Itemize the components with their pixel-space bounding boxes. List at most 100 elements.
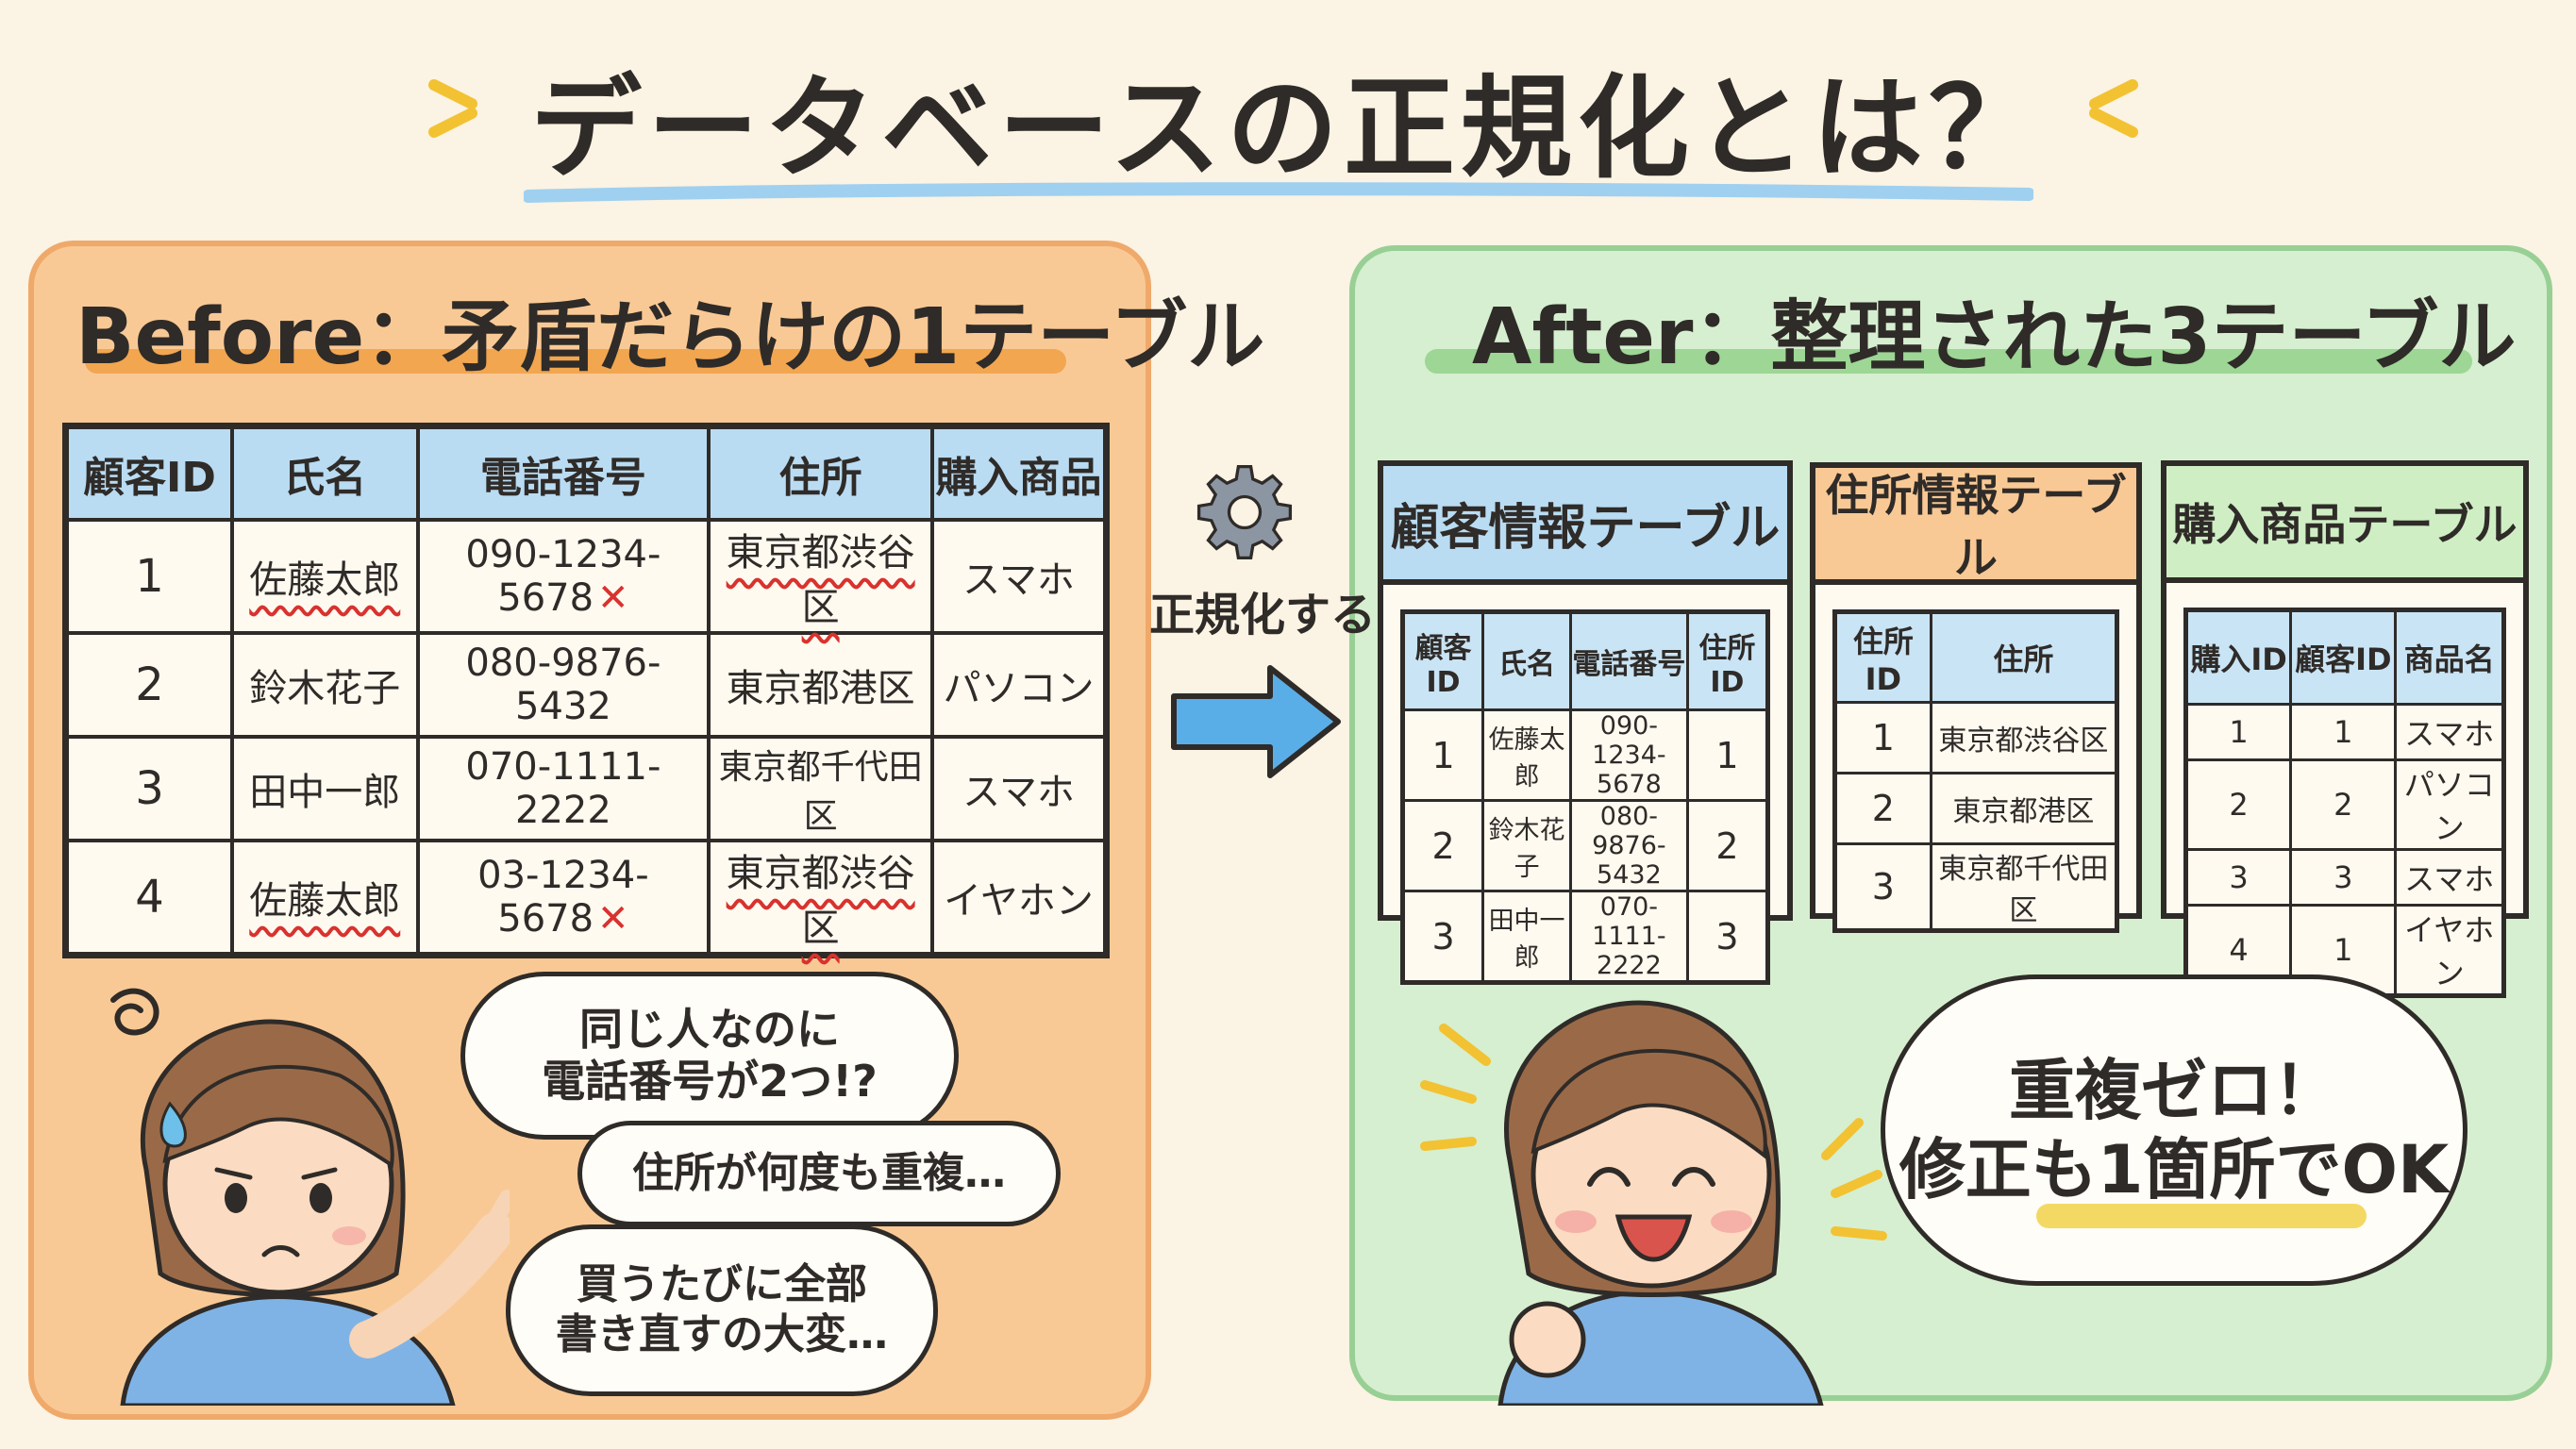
cell-name: 佐藤太郎 — [229, 839, 420, 958]
cell-id: 4 — [63, 839, 234, 958]
cell-address: 東京都渋谷区 — [707, 518, 934, 635]
before-table: 顧客ID 氏名 電話番号 住所 購入商品 1 佐藤太郎 090-1234-567… — [62, 423, 1110, 958]
header-address: 住所 — [707, 424, 934, 522]
cell-id: 1 — [63, 518, 234, 635]
table-row: 3 田中一郎 070-1111-2222 3 — [1400, 890, 1770, 984]
cell-product: イヤホン — [929, 839, 1109, 958]
cell-purchase-id: 3 — [2183, 848, 2293, 907]
header-customer-id: 顧客ID — [2289, 608, 2398, 706]
speech-text: 買うたびに全部 書き直すの大変… — [556, 1260, 888, 1358]
address-table: 住所ID 住所 1 東京都渋谷区 2 東京都港区 3 東京都千代田区 — [1832, 609, 2119, 933]
speech-bubble-phone: 同じ人なのに 電話番号が2つ!? — [460, 972, 959, 1140]
title-underline — [524, 182, 2033, 203]
cell-phone: 070-1111-2222 — [1569, 890, 1689, 984]
cell-address-id: 1 — [1685, 708, 1770, 802]
gear-icon — [1196, 464, 1293, 560]
cell-address-id: 2 — [1685, 799, 1770, 892]
cell-phone: 070-1111-2222 — [415, 735, 711, 842]
customer-table-card: 顧客情報テーブル 顧客ID 氏名 電話番号 住所ID 1 佐藤太郎 090-12… — [1378, 460, 1793, 985]
sweat-drop-icon — [159, 1101, 187, 1148]
cell-phone: 090-1234-5678✕ — [415, 518, 711, 635]
address-table-card: 住所情報テーブル 住所ID 住所 1 東京都渋谷区 2 東京都港区 3 東京都千… — [1810, 462, 2142, 933]
error-x-icon: ✕ — [597, 576, 629, 620]
table-row: 3 3 スマホ — [2183, 848, 2505, 907]
table-row: 1 東京都渋谷区 — [1833, 701, 2119, 774]
duplicate-address: 東京都渋谷区 — [726, 852, 915, 950]
table-row: 2 東京都港区 — [1833, 772, 2119, 845]
cell-name: 鈴木花子 — [229, 631, 420, 739]
after-title-highlight — [1425, 349, 2472, 374]
duplicate-address: 東京都渋谷区 — [726, 531, 915, 629]
cell-name: 田中一郎 — [229, 735, 420, 842]
header-address-id: 住所ID — [1685, 610, 1770, 711]
header-phone: 電話番号 — [415, 424, 711, 522]
header-product: 購入商品 — [929, 424, 1109, 522]
header-phone: 電話番号 — [1569, 610, 1689, 711]
table-row: 2 鈴木花子 080-9876-5432 2 — [1400, 799, 1770, 892]
header-purchase-id: 購入ID — [2183, 608, 2293, 706]
table-row: 3 東京都千代田区 — [1833, 842, 2119, 932]
table-header-row: 購入ID 顧客ID 商品名 — [2183, 608, 2505, 706]
table-row: 2 2 パソコン — [2183, 758, 2505, 851]
cell-product: スマホ — [929, 735, 1109, 842]
cell-product: スマホ — [2394, 703, 2505, 761]
cell-customer-id: 2 — [2289, 758, 2398, 851]
speech-bubble-address: 住所が何度も重複… — [577, 1121, 1061, 1226]
purchase-table-title: 購入商品テーブル — [2166, 466, 2523, 583]
happy-girl-illustration — [1420, 1000, 1887, 1406]
cell-name: 佐藤太郎 — [1481, 708, 1572, 802]
cell-id: 3 — [1400, 890, 1485, 984]
cell-id: 2 — [63, 631, 234, 739]
table-header-row: 顧客ID 氏名 電話番号 住所ID — [1400, 610, 1770, 711]
right-arrow-icon — [1171, 665, 1341, 778]
cell-address: 東京都渋谷区 — [1929, 701, 2119, 774]
cell-purchase-id: 2 — [2183, 758, 2293, 851]
table-row: 1 1 スマホ — [2183, 703, 2505, 761]
before-title-highlight — [85, 349, 1066, 374]
header-name: 氏名 — [1481, 610, 1572, 711]
cell-id: 3 — [63, 735, 234, 842]
cell-product: イヤホン — [2394, 904, 2505, 997]
duplicate-name: 佐藤太郎 — [249, 879, 401, 923]
cell-address: 東京都千代田区 — [1929, 842, 2119, 932]
phone-text: 090-1234-5678 — [465, 533, 661, 620]
cell-name: 佐藤太郎 — [229, 518, 420, 635]
cell-phone: 03-1234-5678✕ — [415, 839, 711, 958]
purchase-table-card: 購入商品テーブル 購入ID 顧客ID 商品名 1 1 スマホ 2 2 パソコン … — [2161, 460, 2529, 998]
cell-id: 2 — [1400, 799, 1485, 892]
cell-phone: 080-9876-5432 — [415, 631, 711, 739]
table-header-row: 顧客ID 氏名 電話番号 住所 購入商品 — [63, 424, 1109, 522]
after-title: After：整理された3テーブル — [1472, 292, 2517, 382]
cell-product: パソコン — [929, 631, 1109, 739]
header-name: 氏名 — [229, 424, 420, 522]
before-title: Before：矛盾だらけの1テーブル — [75, 292, 1265, 382]
speech-bubble-success: 重複ゼロ！ 修正も1箇所でOK — [1881, 974, 2467, 1286]
cell-name: 田中一郎 — [1481, 890, 1572, 984]
error-x-icon: ✕ — [597, 897, 629, 941]
sparkle-lines-icon — [1420, 1024, 1887, 1241]
cell-address-id: 1 — [1833, 701, 1932, 774]
cell-address: 東京都港区 — [707, 631, 934, 739]
table-row: 4 佐藤太郎 03-1234-5678✕ 東京都渋谷区 イヤホン — [63, 839, 1109, 958]
table-row: 2 鈴木花子 080-9876-5432 東京都港区 パソコン — [63, 631, 1109, 739]
purchase-table: 購入ID 顧客ID 商品名 1 1 スマホ 2 2 パソコン 3 3 スマホ 4… — [2183, 608, 2506, 998]
cell-product: パソコン — [2394, 758, 2505, 851]
duplicate-name: 佐藤太郎 — [249, 558, 401, 602]
dizzy-swirl-icon — [110, 988, 159, 1036]
header-customer-id: 顧客ID — [1400, 610, 1485, 711]
table-header-row: 住所ID 住所 — [1833, 610, 2119, 704]
cell-address-id: 2 — [1833, 772, 1932, 845]
cell-address-id: 3 — [1833, 842, 1932, 932]
header-address: 住所 — [1929, 610, 2119, 704]
address-table-title: 住所情報テーブル — [1815, 468, 2136, 585]
header-product-name: 商品名 — [2394, 608, 2505, 706]
table-row: 1 佐藤太郎 090-1234-5678 1 — [1400, 708, 1770, 802]
speech-text: 同じ人なのに 電話番号が2つ!? — [542, 1003, 878, 1107]
customer-table-title: 顧客情報テーブル — [1383, 466, 1787, 585]
main-title: データベースの正規化とは？ — [529, 63, 2047, 193]
normalize-label: 正規化する — [1149, 589, 1377, 641]
right-sparkle-icon — [2089, 79, 2138, 138]
cell-customer-id: 1 — [2289, 703, 2398, 761]
cell-phone: 080-9876-5432 — [1569, 799, 1689, 892]
confused-girl-illustration — [110, 988, 510, 1406]
